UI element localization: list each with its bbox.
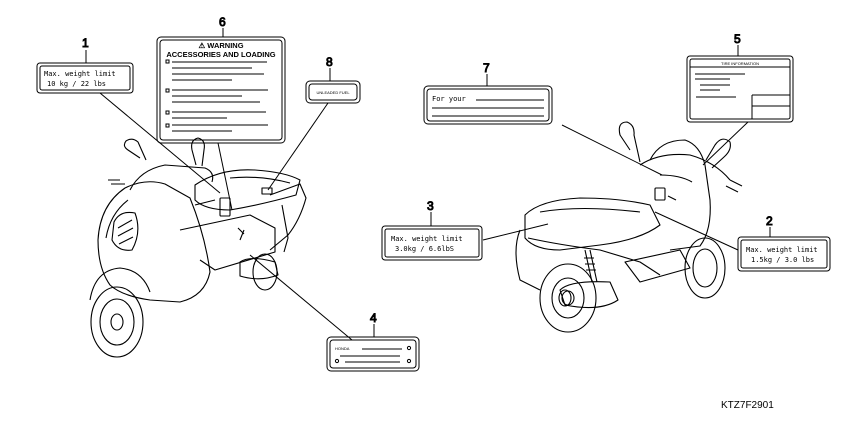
label-5-tire-information [686,55,794,123]
label-8-text: UNLEADED FUEL [316,90,350,95]
callout-number-6: 6 [219,15,226,29]
scooter-rear-view [515,121,743,333]
leader-line-8 [267,102,329,191]
label-3-line-1: Max. weight limit [391,235,463,243]
callout-number-3: 3 [427,199,434,213]
callout-number-4: 4 [370,311,377,325]
label-6-warning-accessories [156,36,286,144]
diagram-code: KTZ7F2901 [721,400,774,411]
label-6-line-1: ⚠ WARNING [198,41,243,50]
callout-number-5: 5 [734,32,741,46]
label-3-weight-limit [381,225,483,261]
label-2-weight-limit [737,236,831,272]
label-6-line-2: ACCESSORIES AND LOADING [166,50,275,59]
label-3-line-2: 3.0kg / 6.6lbS [395,245,454,253]
leader-line-5 [702,121,749,166]
label-1-line-2: 10 kg / 22 lbs [47,80,106,88]
label-8-unleaded-fuel [305,80,361,104]
callout-number-2: 2 [766,214,773,228]
label-4-honda-plate [326,336,420,372]
leader-line-7 [561,124,663,176]
label-1-line-1: Max. weight limit [44,70,116,78]
label-7-text: For your [432,95,466,103]
scooter-front-view [89,137,307,358]
label-5-title: TIRE INFORMATION [721,61,759,66]
label-2-line-2: 1.5kg / 3.0 lbs [751,256,814,264]
callout-number-7: 7 [483,61,490,75]
callout-number-1: 1 [82,36,89,50]
label-2-line-1: Max. weight limit [746,246,818,254]
leader-line-4 [249,254,353,341]
leader-line-3 [482,223,549,241]
leader-line-2 [654,211,739,251]
callout-number-8: 8 [326,55,333,69]
label-7-for-your [423,85,553,125]
label-1-weight-limit [36,62,134,94]
label-4-text: HONDA [335,346,350,351]
